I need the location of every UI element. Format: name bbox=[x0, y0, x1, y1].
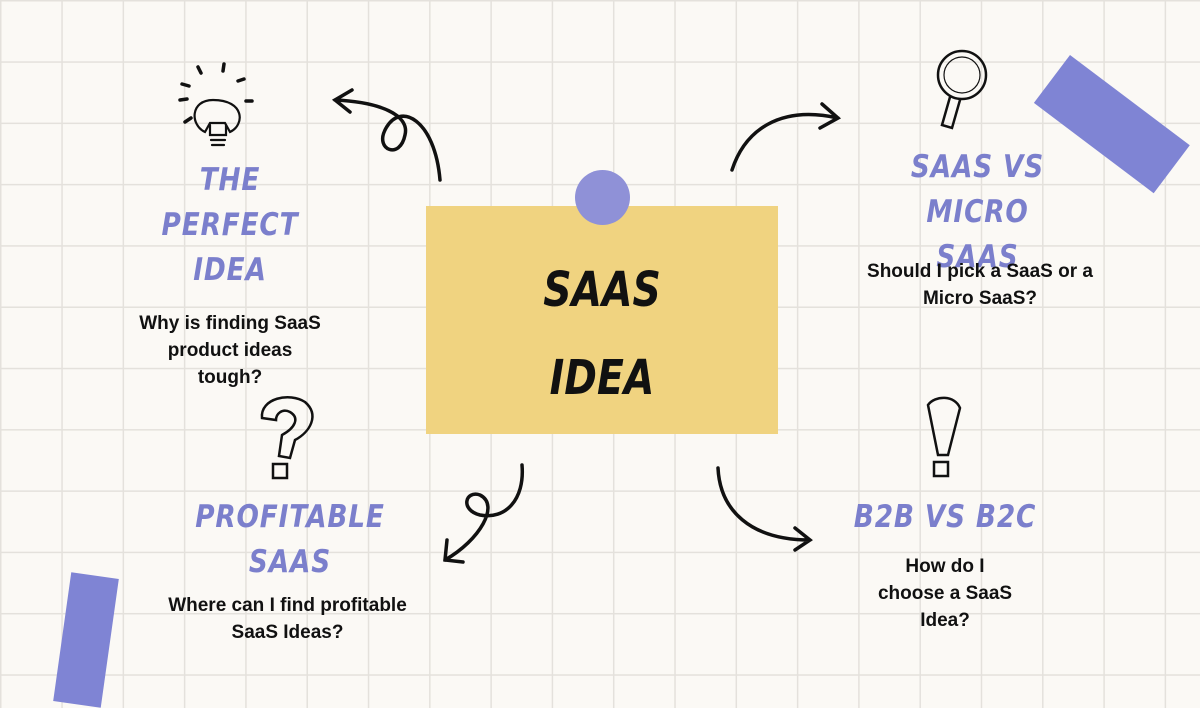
desc-line: Idea? bbox=[920, 610, 970, 631]
desc-line: Where can I find profitable bbox=[168, 595, 407, 616]
center-sticky-note: SAAS IDEA bbox=[426, 206, 778, 434]
arrow-to-profitable bbox=[443, 463, 524, 564]
desc-line: Micro SaaS? bbox=[922, 288, 1038, 309]
desc-line: choose a SaaS bbox=[877, 583, 1013, 604]
arrow-to-perfect-idea bbox=[331, 88, 442, 182]
center-title-line1: SAAS bbox=[543, 262, 661, 318]
desc-line: Why is finding SaaS bbox=[139, 313, 321, 334]
branch-title-profitable: PROFITABLE SAAS bbox=[180, 495, 401, 585]
exclamation-mark-icon bbox=[926, 396, 962, 478]
arrow-to-b2b bbox=[716, 466, 813, 552]
branch-title-b2b-vs-b2c: B2B VS B2C bbox=[839, 495, 1052, 540]
branch-desc-b2b-vs-b2c: How do I choose a SaaS Idea? bbox=[845, 553, 1045, 634]
desc-line: Should I pick a SaaS or a bbox=[867, 261, 1093, 282]
title-line: SAAS bbox=[936, 239, 1019, 275]
title-line: PROFITABLE bbox=[195, 499, 385, 535]
lightbulb-icon bbox=[178, 62, 254, 147]
title-line: IDEA bbox=[193, 252, 267, 288]
title-line: SAAS VS MICRO bbox=[910, 149, 1045, 230]
branch-title-saas-vs-micro: SAAS VS MICRO SAAS bbox=[856, 145, 1098, 280]
title-line: THE bbox=[199, 162, 261, 198]
desc-line: How do I bbox=[905, 556, 985, 577]
center-title-line2: IDEA bbox=[549, 350, 655, 406]
branch-desc-saas-vs-micro: Should I pick a SaaS or a Micro SaaS? bbox=[840, 258, 1120, 312]
branch-title-perfect-idea: THE PERFECT IDEA bbox=[145, 158, 315, 293]
title-line: B2B VS B2C bbox=[853, 499, 1037, 535]
branch-desc-profitable: Where can I find profitable SaaS Ideas? bbox=[140, 592, 435, 646]
desc-line: SaaS Ideas? bbox=[231, 622, 344, 643]
desc-line: product ideas bbox=[167, 340, 293, 361]
connectors bbox=[178, 49, 988, 564]
title-line: PERFECT bbox=[161, 207, 299, 243]
pin-icon bbox=[575, 170, 630, 225]
branch-desc-perfect-idea: Why is finding SaaS product ideas tough? bbox=[105, 310, 355, 391]
title-line: SAAS bbox=[248, 544, 332, 580]
arrow-to-saas-vs-micro bbox=[730, 102, 842, 172]
question-mark-icon bbox=[260, 396, 314, 480]
magnifying-glass-icon bbox=[936, 49, 988, 130]
desc-line: tough? bbox=[197, 367, 263, 388]
